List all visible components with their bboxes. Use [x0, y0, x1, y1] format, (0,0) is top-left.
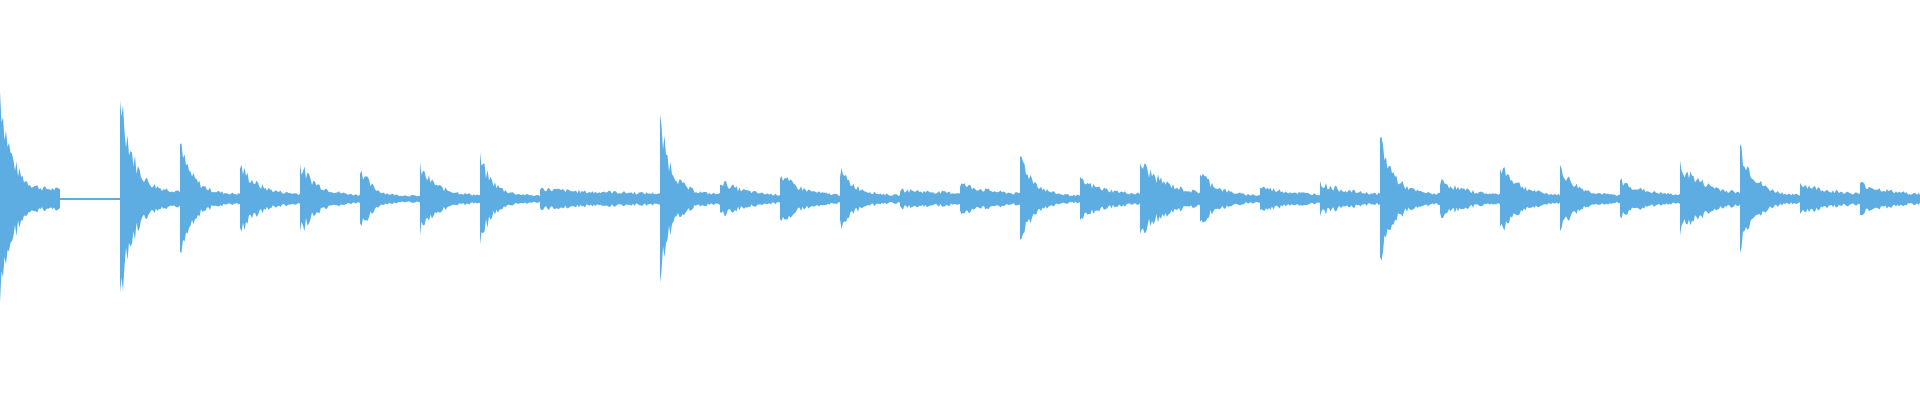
waveform-transients [0, 91, 1920, 303]
waveform-hit-5 [300, 164, 360, 232]
waveform-hit-2 [120, 100, 180, 293]
waveform-hit-1 [0, 91, 60, 303]
waveform-hit-28 [1680, 160, 1740, 236]
